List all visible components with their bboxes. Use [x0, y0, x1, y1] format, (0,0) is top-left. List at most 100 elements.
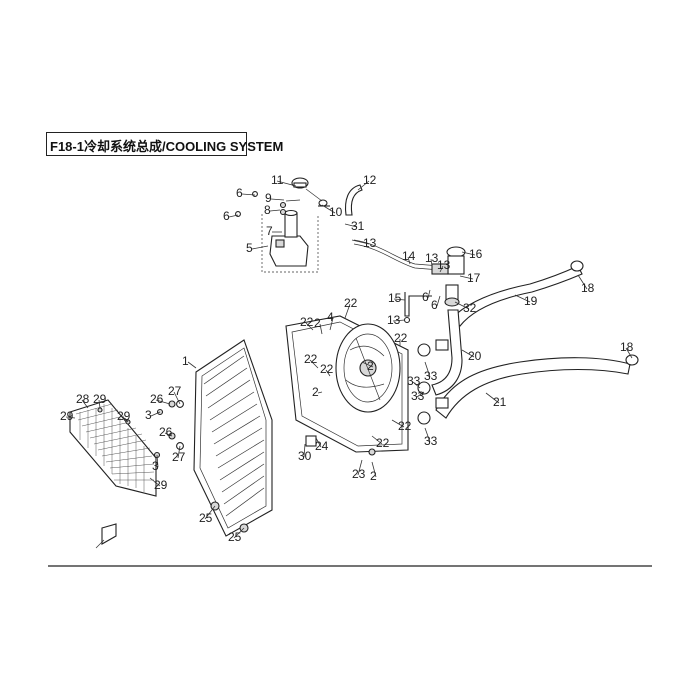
- callout-label-c31: 31: [351, 219, 365, 233]
- leader-line-c2b: [317, 391, 323, 394]
- filler-neck-assembly: [403, 246, 466, 324]
- leader-line-c15: [393, 298, 406, 301]
- leader-line-c4: [329, 317, 334, 331]
- callout-label-c27a: 27: [168, 384, 182, 398]
- hose-19: [451, 265, 583, 327]
- leader-line-c13c: [439, 265, 444, 273]
- callout-label-c16: 16: [469, 247, 483, 261]
- leader-line-c8: [269, 209, 281, 212]
- leader-line-c31: [344, 223, 358, 228]
- callout-label-c22c: 22: [394, 331, 408, 345]
- leader-line-c2d: [371, 461, 377, 478]
- leader-line-c10: [321, 204, 336, 214]
- callout-label-c22f: 22: [398, 419, 412, 433]
- callout-label-c23: 23: [352, 467, 366, 481]
- callout-label-c29c: 29: [117, 409, 131, 423]
- callout-label-c27b: 27: [172, 450, 186, 464]
- callout-label-c33c: 33: [411, 389, 425, 403]
- callout-label-c25a: 25: [199, 511, 213, 525]
- leader-line-c33a: [412, 381, 421, 389]
- leader-line-c6d: [436, 295, 441, 307]
- leader-line-c6a: [241, 193, 256, 196]
- leader-line-c22e: [325, 369, 331, 377]
- leader-line-c28: [81, 399, 89, 409]
- callout-label-c2c: 2: [367, 359, 374, 373]
- leader-line-c3b: [156, 454, 159, 468]
- callout-label-c5: 5: [246, 241, 253, 255]
- leader-line-c27b: [177, 445, 181, 459]
- callout-label-c2b: 2: [312, 385, 319, 399]
- leader-line-c33d: [424, 427, 431, 443]
- leader-line-c2a: [319, 323, 323, 335]
- callout-label-c7: 7: [266, 224, 273, 238]
- callout-label-c14: 14: [402, 249, 416, 263]
- callout-label-c18b: 18: [620, 340, 634, 354]
- leader-line-c26b: [164, 432, 173, 437]
- leader-line-c26a: [155, 399, 171, 405]
- leader-line-c22a: [344, 303, 351, 319]
- leader-line-c29c: [122, 416, 129, 423]
- leader-line-c5: [251, 245, 269, 250]
- leader-line-c27a: [173, 391, 181, 405]
- leader-line-c13a: [351, 239, 370, 245]
- callout-label-c17: 17: [467, 271, 481, 285]
- callout-label-c13d: 13: [387, 313, 401, 327]
- leader-line-c22b: [305, 322, 314, 331]
- leader-line-c29b: [65, 416, 76, 419]
- fan-shroud-assembly: [285, 315, 409, 456]
- callout-label-c6c: 6: [422, 290, 429, 304]
- leader-line-c3a: [150, 411, 161, 417]
- callout-label-c19: 19: [524, 294, 538, 308]
- callout-label-c8: 8: [264, 203, 271, 217]
- callout-label-c29d: 29: [154, 478, 168, 492]
- callout-label-c18a: 18: [581, 281, 595, 295]
- callout-label-c6d: 6: [431, 298, 438, 312]
- leader-line-c9: [270, 198, 285, 201]
- callout-label-c33b: 33: [424, 369, 438, 383]
- callout-label-c29b: 29: [60, 409, 74, 423]
- title-frame: [46, 132, 247, 156]
- callout-label-c26b: 26: [159, 425, 173, 439]
- radiator-screen: [69, 399, 157, 497]
- callout-label-c10: 10: [329, 205, 343, 219]
- callout-label-c22g: 22: [376, 436, 390, 450]
- leader-line-c6c: [427, 289, 431, 299]
- callout-label-c6b: 6: [223, 209, 230, 223]
- callout-label-c22a: 22: [344, 296, 358, 310]
- callout-label-c12: 12: [363, 173, 377, 187]
- orientation-arrow-icon: [101, 523, 117, 545]
- leader-line-c18b: [625, 347, 633, 359]
- callout-label-c13a: 13: [363, 236, 377, 250]
- callout-label-c13b: 13: [425, 251, 439, 265]
- callout-label-c21: 21: [493, 395, 507, 409]
- callout-label-c28: 28: [76, 392, 90, 406]
- callout-label-c26a: 26: [150, 392, 164, 406]
- callout-label-c24: 24: [315, 439, 329, 453]
- leader-line-c19: [514, 294, 531, 303]
- callout-label-c11: 11: [271, 173, 284, 187]
- leader-line-c29a: [98, 399, 101, 409]
- leader-line-c32: [454, 301, 470, 310]
- leader-line-c33b: [424, 361, 431, 378]
- callout-label-c6a: 6: [236, 186, 243, 200]
- leader-line-c1: [187, 361, 197, 369]
- callout-label-c29a: 29: [93, 392, 107, 406]
- leader-line-c22g: [371, 435, 383, 445]
- leader-line-c17: [459, 275, 474, 280]
- callout-label-c13c: 13: [437, 258, 451, 272]
- leader-line-c24: [315, 437, 322, 448]
- leader-line-c25a: [204, 505, 216, 520]
- leader-line-c13d: [392, 319, 406, 322]
- callout-label-c15: 15: [388, 291, 402, 305]
- callout-label-c2a: 2: [314, 316, 321, 330]
- callout-label-c30: 30: [298, 449, 312, 463]
- expansion-tank-assembly: [235, 177, 330, 273]
- leader-line-c29d: [149, 477, 161, 487]
- callout-label-c33a: 33: [407, 374, 421, 388]
- callout-label-c2d: 2: [370, 469, 377, 483]
- clamp-33: [417, 343, 431, 357]
- leader-line-c18a: [577, 274, 588, 290]
- hose-21: [435, 357, 631, 419]
